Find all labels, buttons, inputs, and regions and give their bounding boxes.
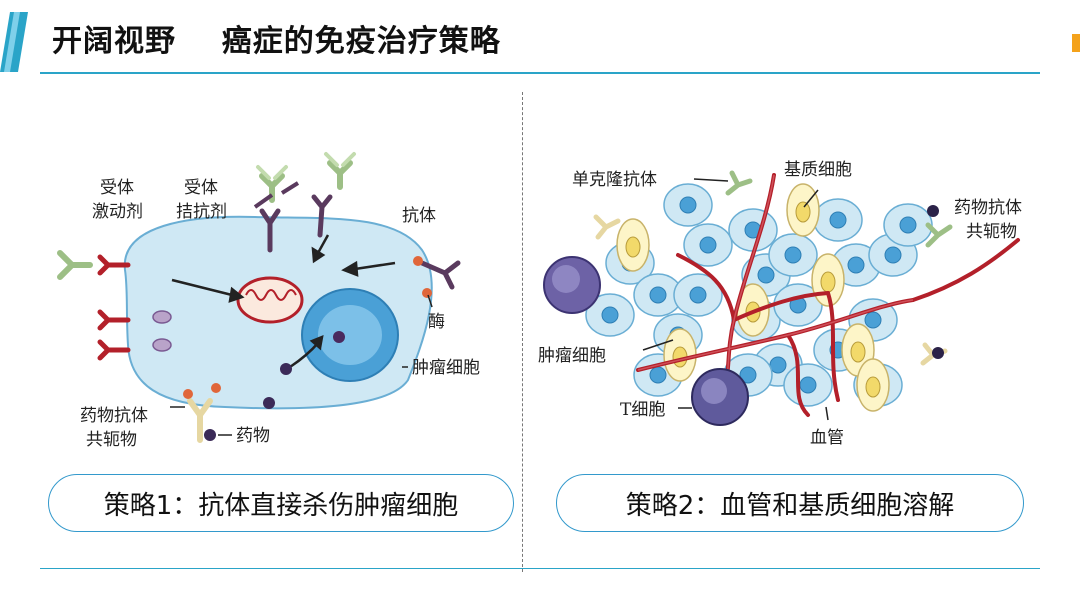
tissue-cell-nucleus	[829, 211, 847, 229]
label-conjugate-line2: 共轭物	[86, 430, 137, 450]
strategy1-diagram: 受体 激动剂 受体 拮抗剂 抗体 酶 肿瘤细胞 药物抗体 共轭物 药物	[50, 145, 505, 470]
title-underline	[40, 72, 1040, 74]
bottom-rule	[40, 568, 1040, 569]
tissue-cell-nucleus	[739, 366, 757, 384]
tissue-cell-nucleus	[679, 196, 697, 214]
label-receptor-agonist-line1: 受体	[100, 178, 134, 198]
tissue-cell-nucleus	[864, 311, 882, 329]
label-conjugate-line1: 药物抗体	[80, 406, 148, 426]
label-receptor-agonist-line2: 激动剂	[92, 202, 143, 222]
tissue-cell-nucleus	[699, 236, 717, 254]
tissue-cell-nucleus	[649, 366, 667, 384]
stromal-cell-nucleus	[850, 341, 866, 363]
tissue-cell-nucleus	[799, 376, 817, 394]
panel-divider	[522, 92, 523, 572]
tissue-cell-nucleus	[757, 266, 775, 284]
corner-mark	[1072, 34, 1080, 52]
tissue-cell-nucleus	[884, 246, 902, 264]
tissue-cell-nucleus	[784, 246, 802, 264]
stromal-cell-nucleus	[820, 271, 836, 293]
strategy2-caption: 策略2：血管和基质细胞溶解	[556, 474, 1024, 532]
label-t-cell: T细胞	[620, 400, 665, 420]
label-receptor-antagonist-line2: 拮抗剂	[176, 202, 227, 222]
strategy2-diagram: 单克隆抗体 基质细胞 药物抗体 共轭物 肿瘤细胞 T细胞 血管	[538, 145, 1058, 470]
label-stromal-cell: 基质细胞	[784, 160, 852, 180]
tissue-cell-nucleus	[601, 306, 619, 324]
stromal-cell-nucleus	[795, 201, 811, 223]
label-tumor-cell: 肿瘤细胞	[538, 346, 606, 366]
tissue-cell-nucleus	[689, 286, 707, 304]
title-accent-bar	[0, 12, 28, 72]
label-tumor-cell: 肿瘤细胞	[412, 358, 480, 378]
label-conjugate-line1: 药物抗体	[954, 198, 1022, 218]
tissue-cell-nucleus	[649, 286, 667, 304]
mitochondrion	[236, 276, 304, 324]
tissue-cell-nucleus	[769, 356, 787, 374]
stromal-cell-nucleus	[865, 376, 881, 398]
label-monoclonal-antibody: 单克隆抗体	[572, 170, 657, 190]
stromal-cell-nucleus	[625, 236, 641, 258]
label-receptor-antagonist-line1: 受体	[184, 178, 218, 198]
page-title: 开阔视野 癌症的免疫治疗策略	[52, 24, 501, 59]
label-blood-vessel: 血管	[810, 428, 844, 448]
label-antibody: 抗体	[402, 206, 436, 226]
tissue-cell-nucleus	[847, 256, 865, 274]
tissue-cell-nucleus	[899, 216, 917, 234]
label-drug: 药物	[236, 426, 270, 446]
strategy1-caption: 策略1：抗体直接杀伤肿瘤细胞	[48, 474, 514, 532]
label-conjugate-line2: 共轭物	[966, 222, 1017, 242]
label-enzyme: 酶	[428, 312, 445, 332]
